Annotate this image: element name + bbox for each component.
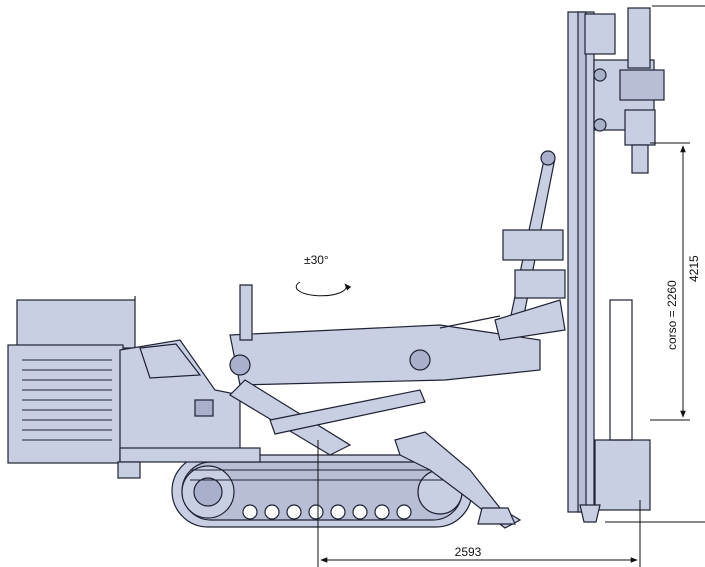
boom-arm [229,284,541,456]
reach-label: 2593 [455,545,482,559]
mast-cylinders [494,150,566,341]
drill-mast [567,7,665,523]
superstructure [117,339,261,479]
rotation-arrow-icon [295,281,352,297]
dimension-lines [317,5,705,567]
power-pack [7,296,136,464]
mast-height-label: 4215 [687,255,701,282]
rotation-label: ±30° [304,253,329,267]
stroke-label: corso = 2260 [665,280,679,350]
front-blade [394,431,522,529]
